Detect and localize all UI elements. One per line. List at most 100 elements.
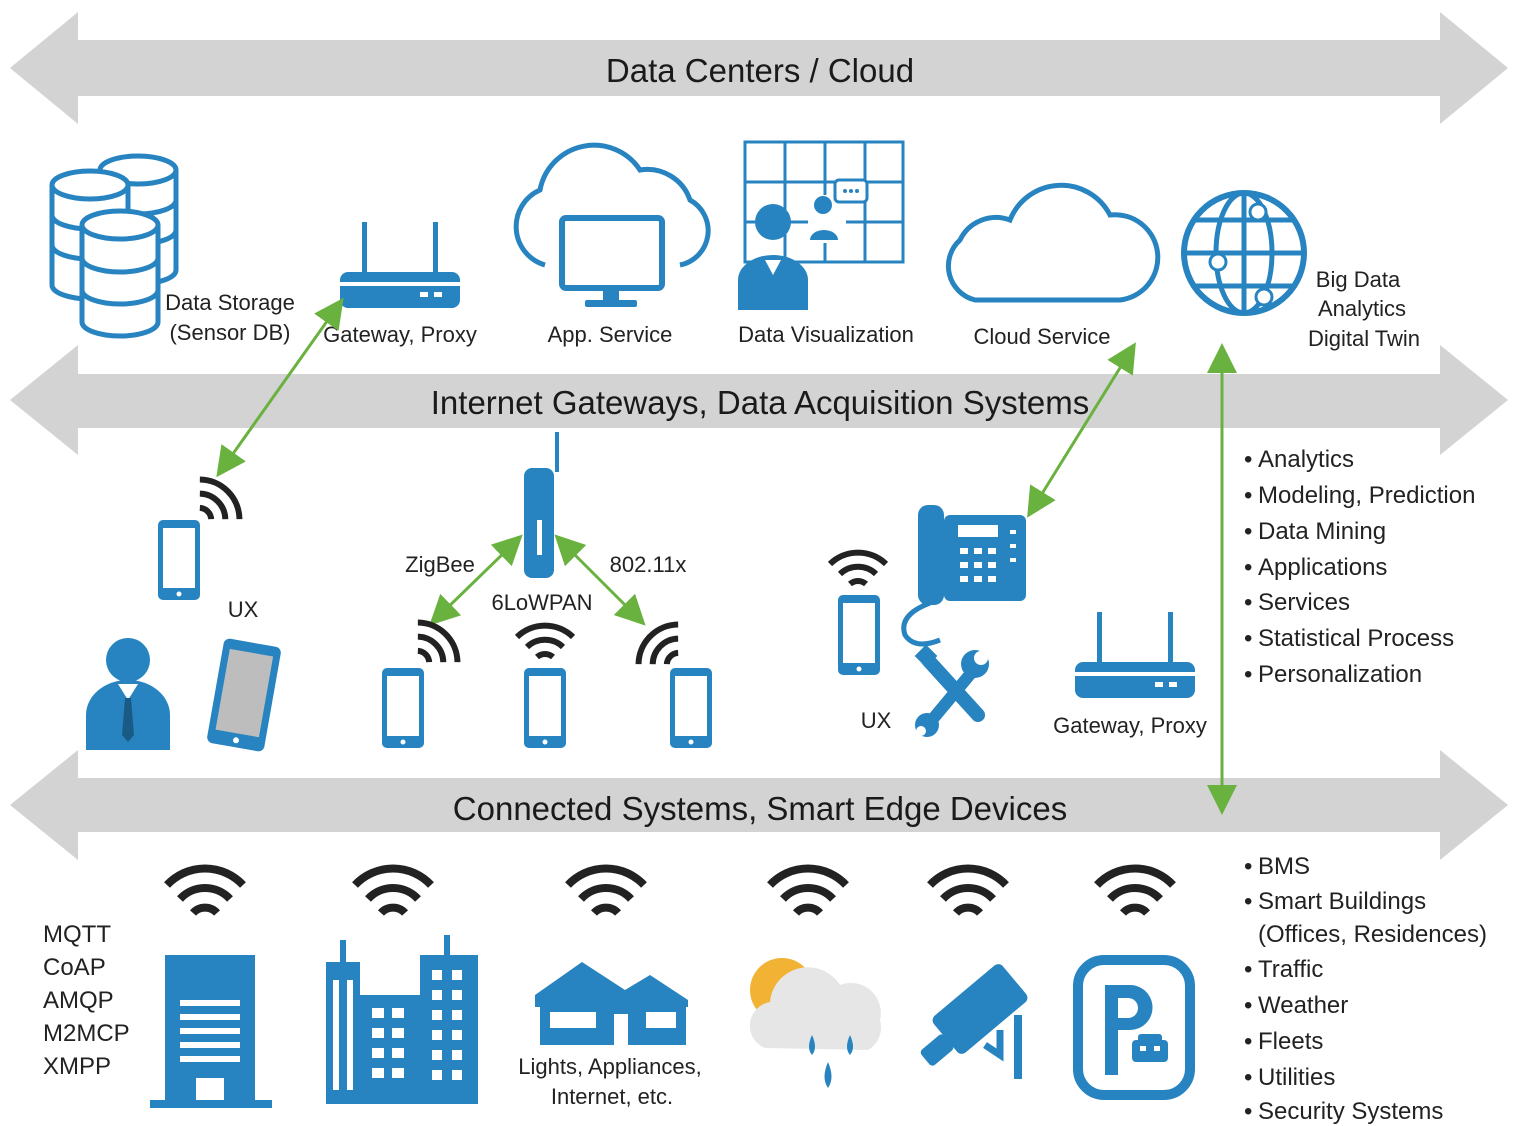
cloud-service-icon xyxy=(945,182,1161,303)
svg-text:Traffic: Traffic xyxy=(1258,956,1323,983)
svg-text:•: • xyxy=(1244,589,1252,616)
list-item: •Applications xyxy=(1244,554,1387,581)
wifi-icon xyxy=(930,868,1006,913)
ux-label-right: UX xyxy=(861,708,892,733)
protocol-item: MQTT xyxy=(43,921,111,948)
list-item: (Offices, Residences) xyxy=(1258,921,1487,948)
list-item: •Analytics xyxy=(1244,446,1354,473)
house-icon xyxy=(535,962,688,1045)
svg-text:•: • xyxy=(1244,1064,1252,1091)
svg-text:Smart Buildings: Smart Buildings xyxy=(1258,888,1426,915)
parking-icon xyxy=(1073,955,1195,1100)
analytics-list: •Analytics •Modeling, Prediction •Data M… xyxy=(1244,446,1475,688)
arrow-zigbee xyxy=(429,534,523,626)
svg-text:•: • xyxy=(1244,1028,1252,1055)
svg-text:•: • xyxy=(1244,482,1252,509)
svg-text:Analytics: Analytics xyxy=(1258,446,1354,473)
svg-text:(Offices, Residences): (Offices, Residences) xyxy=(1258,921,1487,948)
svg-text:Statistical Process: Statistical Process xyxy=(1258,625,1454,652)
cloud-service-label: Cloud Service xyxy=(974,324,1111,349)
wifi-icon xyxy=(167,868,243,913)
smartphone-icon xyxy=(158,520,200,600)
smartphone-icon xyxy=(524,668,566,748)
desk-phone-icon xyxy=(901,505,1026,647)
database-icon xyxy=(49,153,179,339)
smartphone-icon xyxy=(838,595,880,675)
wifi-icon xyxy=(568,868,644,913)
arrow-cloud-to-phone xyxy=(1027,342,1136,518)
access-point-icon xyxy=(524,432,559,578)
svg-text:Weather: Weather xyxy=(1258,992,1348,1019)
wifi-icon xyxy=(770,868,846,913)
globe-icon xyxy=(1181,190,1307,316)
app-service-label: App. Service xyxy=(548,322,673,347)
weather-icon xyxy=(749,958,882,1088)
band-edge: Connected Systems, Smart Edge Devices xyxy=(10,750,1508,860)
svg-text:•: • xyxy=(1244,446,1252,473)
wifi-icon xyxy=(1097,868,1173,913)
protocol-item: M2MCP xyxy=(43,1020,130,1047)
svg-text:•: • xyxy=(1244,518,1252,545)
svg-text:Personalization: Personalization xyxy=(1258,661,1422,688)
tablet-icon xyxy=(207,638,281,752)
band-cloud-label: Data Centers / Cloud xyxy=(606,52,914,89)
list-item: •Smart Buildings xyxy=(1244,888,1426,915)
data-storage-label: Data Storage xyxy=(165,290,295,315)
list-item: •Utilities xyxy=(1244,1064,1335,1091)
svg-text:•: • xyxy=(1244,992,1252,1019)
6lowpan-label: 6LoWPAN xyxy=(491,590,592,615)
data-storage-sublabel: (Sensor DB) xyxy=(169,320,290,345)
protocol-item: CoAP xyxy=(43,954,106,981)
protocols-list: MQTT CoAP AMQP M2MCP XMPP xyxy=(43,921,130,1080)
tools-icon xyxy=(914,644,989,737)
big-data-label-3: Digital Twin xyxy=(1308,326,1420,351)
lights-appliances-label: Lights, Appliances, xyxy=(518,1054,701,1079)
band-gateways: Internet Gateways, Data Acquisition Syst… xyxy=(10,345,1508,455)
list-item: •Fleets xyxy=(1244,1028,1323,1055)
arrow-80211x xyxy=(554,534,646,626)
svg-text:Data Mining: Data Mining xyxy=(1258,518,1386,545)
80211x-label: 802.11x xyxy=(610,552,687,577)
data-visualization-label: Data Visualization xyxy=(738,322,914,347)
app-service-cloud-icon xyxy=(513,142,711,307)
svg-text:Fleets: Fleets xyxy=(1258,1028,1323,1055)
lights-appliances-sublabel: Internet, etc. xyxy=(551,1084,673,1109)
protocol-item: AMQP xyxy=(43,987,114,1014)
smartphone-icon xyxy=(382,668,424,748)
wifi-icon xyxy=(404,614,466,676)
svg-text:•: • xyxy=(1244,853,1252,880)
list-item: •Data Mining xyxy=(1244,518,1386,545)
band-cloud: Data Centers / Cloud xyxy=(10,12,1508,124)
svg-text:•: • xyxy=(1244,956,1252,983)
big-data-label-2: Analytics xyxy=(1318,296,1406,321)
list-item: •Services xyxy=(1244,589,1350,616)
band-edge-label: Connected Systems, Smart Edge Devices xyxy=(453,790,1067,827)
router-icon xyxy=(340,222,460,308)
svg-text:Modeling, Prediction: Modeling, Prediction xyxy=(1258,482,1475,509)
systems-list: •BMS •Smart Buildings (Offices, Residenc… xyxy=(1244,853,1487,1125)
list-item: •Modeling, Prediction xyxy=(1244,482,1475,509)
band-gateways-label: Internet Gateways, Data Acquisition Syst… xyxy=(431,384,1089,421)
wifi-icon xyxy=(830,553,886,584)
svg-text:Applications: Applications xyxy=(1258,554,1387,581)
gateway-proxy-label-bottom: Gateway, Proxy xyxy=(1053,713,1207,738)
big-data-label-1: Big Data xyxy=(1316,267,1401,292)
svg-text:Utilities: Utilities xyxy=(1258,1064,1335,1091)
connection-arrows xyxy=(216,297,1237,815)
list-item: •Security Systems xyxy=(1244,1098,1443,1125)
svg-text:Security Systems: Security Systems xyxy=(1258,1098,1443,1125)
wifi-icon xyxy=(517,626,573,657)
list-item: •Statistical Process xyxy=(1244,625,1454,652)
list-item: •Traffic xyxy=(1244,956,1323,983)
office-building-icon xyxy=(150,955,272,1108)
svg-text:•: • xyxy=(1244,625,1252,652)
list-item: •Weather xyxy=(1244,992,1348,1019)
ux-label-left: UX xyxy=(228,597,259,622)
router-icon xyxy=(1075,612,1195,698)
svg-text:•: • xyxy=(1244,554,1252,581)
wifi-icon xyxy=(355,868,431,913)
gateway-proxy-label-top: Gateway, Proxy xyxy=(323,322,477,347)
list-item: •BMS xyxy=(1244,853,1310,880)
smartphone-icon xyxy=(670,668,712,748)
